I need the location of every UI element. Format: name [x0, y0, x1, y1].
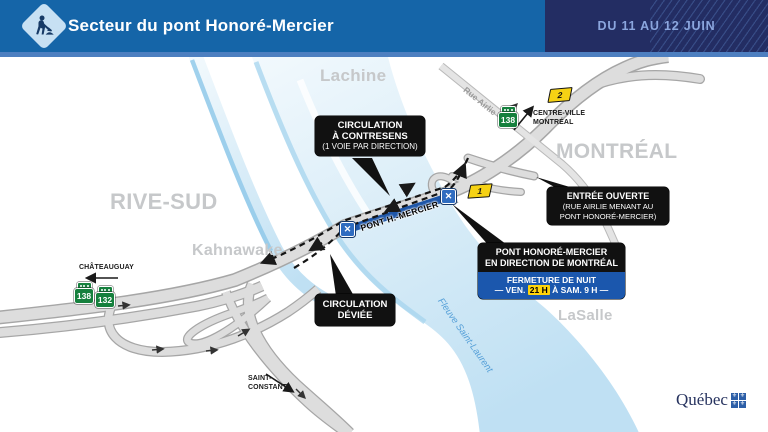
- contraflow-mid-arrows: [308, 182, 416, 252]
- header-date-panel: [545, 0, 768, 52]
- direction-centre-ville-line2: MONTRÉAL: [533, 118, 574, 126]
- quebec-logo: Québec ⚜⚜⚜⚜: [676, 390, 746, 410]
- closed-icon-west: ✕: [340, 222, 355, 237]
- callout-contresens: CIRCULATION À CONTRESENS (1 VOIE PAR DIR…: [315, 116, 425, 156]
- direction-centre-ville-line1: CENTRE-VILLE: [533, 110, 586, 117]
- callout-entree-line3: PONT HONORÉ-MERCIER): [559, 211, 657, 221]
- callout-pointers: [330, 158, 580, 296]
- exit-shield-2: 2: [547, 87, 573, 103]
- shield-stars-icon: [76, 282, 92, 288]
- area-label-lachine: Lachine: [320, 66, 387, 85]
- callout-deviee: CIRCULATION DÉVIÉE: [315, 294, 395, 326]
- hours-pre: — VEN.: [494, 285, 526, 295]
- callout-entree-line2: (RUE AIRLIE MENANT AU: [562, 202, 654, 211]
- direction-centre-ville: CENTRE-VILLE MONTRÉAL: [533, 110, 585, 127]
- date-range-badge: DU 11 AU 12 JUIN: [597, 19, 716, 33]
- area-label-rive-sud: RIVE-SUD: [110, 189, 218, 214]
- diagonal-lines-decoration: [650, 0, 768, 52]
- callout-contresens-line2: À CONTRESENS: [332, 131, 408, 142]
- closed-icon-east: ✕: [441, 189, 456, 204]
- hours-highlight: 21 H: [527, 285, 550, 295]
- area-label-lasalle: LaSalle: [558, 307, 613, 324]
- direction-saint-constant: SAINT- CONSTANT: [248, 375, 287, 392]
- callout-contresens-line1: CIRCULATION: [337, 120, 403, 131]
- callout-deviee-line2: DÉVIÉE: [337, 310, 373, 321]
- callout-fermeture-hours: — VEN. 21 H À SAM. 9 H —: [480, 285, 623, 295]
- quebec-wordmark: Québec: [676, 390, 728, 409]
- hours-post: À SAM. 9 H —: [552, 285, 609, 295]
- callout-fermeture: PONT HONORÉ-MERCIER EN DIRECTION DE MONT…: [478, 243, 625, 299]
- callout-fermeture-line1: PONT HONORÉ-MERCIER: [495, 247, 608, 257]
- direction-chateauguay: CHÂTEAUGUAY: [79, 264, 134, 271]
- route-shield-138-south: 138: [74, 282, 94, 304]
- callout-fermeture-schedule: FERMETURE DE NUIT — VEN. 21 H À SAM. 9 H…: [478, 272, 625, 299]
- quebec-flag-icon: ⚜⚜⚜⚜: [730, 392, 746, 408]
- callout-fermeture-line3: FERMETURE DE NUIT: [506, 275, 597, 285]
- area-label-montreal: MONTRÉAL: [556, 140, 678, 163]
- area-label-kahnawake: Kahnawake: [192, 242, 283, 259]
- direction-saint-constant-line1: SAINT-: [248, 375, 272, 382]
- header-bar: Secteur du pont Honoré-Mercier DU 11 AU …: [0, 0, 768, 52]
- header-underline: [0, 52, 768, 57]
- callout-deviee-line1: CIRCULATION: [322, 299, 388, 310]
- shield-stars-icon: [97, 286, 113, 292]
- route-shield-138-north: 138: [498, 106, 518, 128]
- page-title: Secteur du pont Honoré-Mercier: [68, 16, 334, 35]
- route-shield-132: 132: [95, 286, 115, 308]
- exit-shield-1: 1: [467, 183, 493, 199]
- callout-fermeture-line2: EN DIRECTION DE MONTRÉAL: [484, 258, 618, 268]
- callout-entree-line1: ENTRÉE OUVERTE: [566, 191, 650, 201]
- closed-bridge-segment: [344, 193, 450, 234]
- roadwork-icon: [19, 1, 69, 51]
- direction-saint-constant-line2: CONSTANT: [248, 383, 288, 391]
- callout-entree-ouverte: ENTRÉE OUVERTE (RUE AIRLIE MENANT AU PON…: [547, 187, 669, 225]
- callout-contresens-line3: (1 VOIE PAR DIRECTION): [322, 142, 418, 151]
